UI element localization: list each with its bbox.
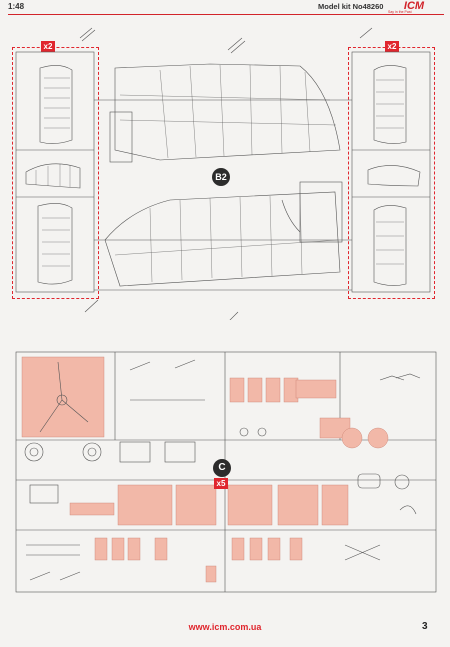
scale-label: 1:48 [8, 2, 25, 11]
sprue-c-count-badge: x5 [214, 478, 228, 489]
sprue-c-label: C [213, 459, 231, 477]
page-header: 1:48 Model kit No48260 ICM Say in the Pa… [0, 0, 450, 14]
website-url[interactable]: www.icm.com.ua [188, 622, 262, 632]
left-group-count-badge: x2 [41, 41, 55, 52]
left-part-group-frame [12, 47, 99, 299]
brand-name: ICM [403, 0, 425, 12]
sprue-b-drawing [15, 27, 431, 320]
brand-tagline: Say in the Past [388, 10, 412, 14]
brand-logo: ICM Say in the Past [384, 0, 444, 14]
sprue-b2-label: B2 [212, 168, 230, 186]
header-rule [8, 14, 444, 15]
right-group-count-badge: x2 [385, 41, 399, 52]
kit-number-label: Model kit No48260 [318, 2, 384, 11]
sprue-c-drawing [15, 351, 437, 593]
page-number: 3 [422, 621, 428, 632]
